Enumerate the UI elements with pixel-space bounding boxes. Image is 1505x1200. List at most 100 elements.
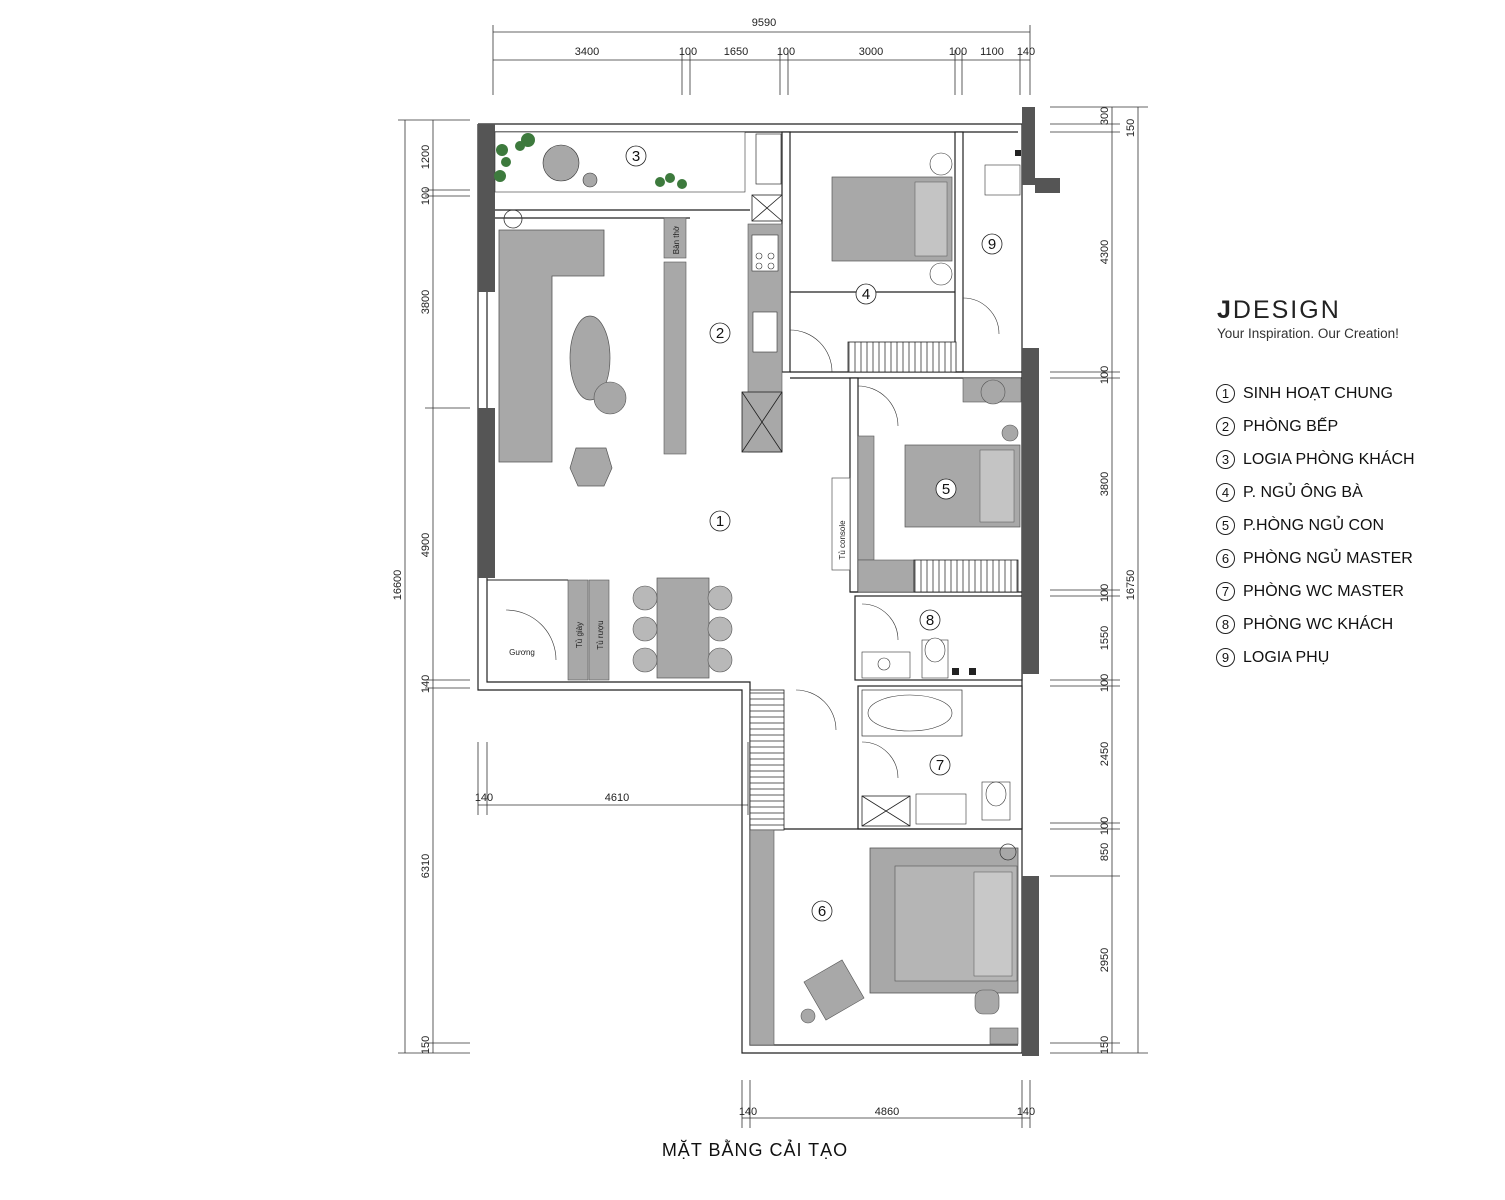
dark-wall-segments	[478, 107, 1060, 1056]
room-marker-2: 2	[709, 322, 731, 344]
door-icon[interactable]	[861, 741, 899, 779]
dining-table	[656, 577, 710, 679]
brand-block: JDESIGN Your Inspiration. Our Creation!	[1217, 296, 1447, 341]
tu-giay-label: Tủ giày	[575, 622, 584, 648]
room-marker-7: 7	[929, 754, 951, 776]
dim-right-3: 4300	[1099, 240, 1111, 264]
entrance-door[interactable]	[505, 609, 557, 661]
legend-label: P. NGỦ ÔNG BÀ	[1243, 483, 1363, 501]
room-number-8: 8	[926, 612, 934, 629]
room-number-3: 3	[632, 148, 640, 165]
door-icon[interactable]	[795, 689, 837, 731]
desk-chair-icon	[980, 379, 1006, 405]
legend-number: 5	[1216, 516, 1235, 535]
wardrobe-icon	[913, 559, 1019, 593]
storage-icon	[857, 559, 915, 593]
door-icon[interactable]	[861, 603, 899, 641]
console-cabinet	[831, 477, 851, 571]
dim-top-6: 100	[949, 46, 967, 58]
room-marker-8: 8	[919, 609, 941, 631]
dim-right-9: 2450	[1099, 742, 1111, 766]
kitchen	[741, 223, 783, 453]
armchair-icon	[542, 144, 580, 182]
dim-left-2: 100	[420, 187, 432, 205]
dim-top-1: 3400	[575, 46, 599, 58]
dim-left-1: 1200	[420, 145, 432, 169]
legend-number: 1	[1216, 384, 1235, 403]
dim-right-4: 100	[1099, 366, 1111, 384]
room-number-2: 2	[716, 325, 724, 342]
dining-chair	[707, 616, 733, 642]
pouf-icon	[974, 989, 1000, 1015]
wc-master	[861, 689, 1011, 827]
tu-ruou-label: Tủ rượu	[596, 620, 605, 649]
room-number-5: 5	[942, 481, 950, 498]
tu-console-label: Tủ console	[838, 520, 847, 560]
shoe-cabinet	[567, 579, 589, 681]
pouf-icon	[593, 381, 627, 415]
room-marker-9: 9	[981, 233, 1003, 255]
logia-side	[962, 150, 1021, 335]
dim-bottom-2: 4860	[875, 1106, 899, 1118]
dim-bottom-1: 140	[739, 1106, 757, 1118]
dim-right-12: 2950	[1099, 948, 1111, 972]
ban-tho-label: Bàn thờ	[672, 225, 681, 254]
dining-chair	[707, 585, 733, 611]
door-icon[interactable]	[962, 297, 1000, 335]
bedroom-master	[749, 689, 1019, 1046]
dim-right-5: 3800	[1099, 472, 1111, 496]
dim-top-2: 100	[679, 46, 697, 58]
coffee-table-icon	[569, 315, 611, 401]
dim-top-5: 3000	[859, 46, 883, 58]
dim-inner-140: 140	[475, 792, 493, 804]
dim-right-1: 300	[1099, 107, 1111, 125]
brand-logo: JDESIGN	[1217, 296, 1447, 325]
living-room: Bàn thờ Tủ console Tủ giày Tủ rượu Gương	[487, 209, 851, 681]
dining-chair	[707, 647, 733, 673]
legend-item: 4 P. NGỦ ÔNG BÀ	[1216, 476, 1496, 509]
legend-number: 8	[1216, 615, 1235, 634]
door-icon[interactable]	[789, 329, 833, 373]
nightstand-icon	[929, 152, 953, 176]
sofa-icon	[498, 229, 605, 463]
legend-number: 3	[1216, 450, 1235, 469]
dim-top-3: 1650	[724, 46, 748, 58]
legend-item: 3 LOGIA PHÒNG KHÁCH	[1216, 443, 1496, 476]
plant-icon	[494, 133, 687, 189]
dim-left-5: 140	[420, 675, 432, 693]
bedroom-grandparents	[789, 152, 957, 373]
legend-label: LOGIA PHÒNG KHÁCH	[1243, 450, 1415, 468]
sink-icon	[752, 311, 778, 353]
plan-caption: MẶT BẰNG CẢI TẠO	[661, 1140, 849, 1160]
wardrobe-icon	[847, 341, 957, 373]
nightstand-icon	[929, 262, 953, 286]
legend-number: 2	[1216, 417, 1235, 436]
dim-left-outer: 16600	[392, 570, 404, 601]
door-icon[interactable]	[857, 385, 899, 427]
room-number-6: 6	[818, 903, 826, 920]
wardrobe-block	[857, 435, 875, 561]
ceiling-fan-icon	[503, 209, 523, 229]
room-number-4: 4	[862, 286, 870, 303]
dining-set	[632, 577, 733, 679]
wine-cabinet	[588, 579, 610, 681]
bedroom-child	[857, 377, 1022, 593]
legend-number: 4	[1216, 483, 1235, 502]
ceiling-fan-icon	[999, 843, 1017, 861]
brand-tagline: Your Inspiration. Our Creation!	[1217, 326, 1399, 341]
dim-right-6: 100	[1099, 584, 1111, 602]
dim-right-13: 150	[1099, 1036, 1111, 1054]
dim-top-4: 100	[777, 46, 795, 58]
dimension-lines	[398, 25, 1148, 1128]
washer-icon	[984, 164, 1021, 196]
vanity-icon	[915, 793, 967, 825]
dim-left-4: 4900	[420, 533, 432, 557]
